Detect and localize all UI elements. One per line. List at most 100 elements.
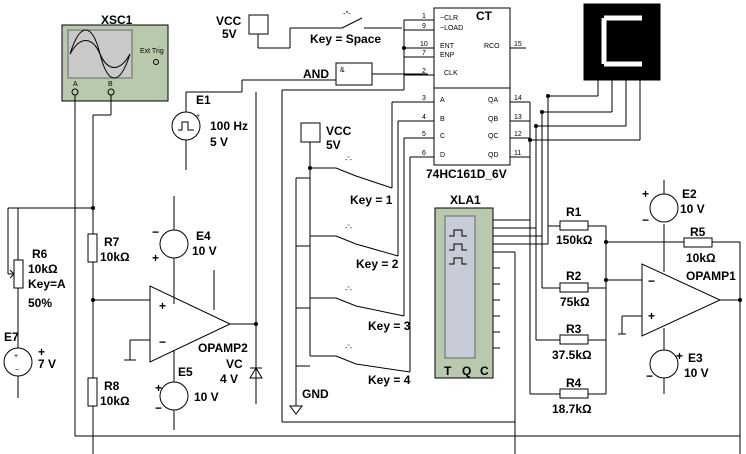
vc-zener: VC 4 V	[220, 357, 263, 386]
svg-text:4: 4	[422, 114, 426, 121]
counter-74hc161d: CT ~CLR ~LOAD ENT ENP CLK A B C D 1 9 10…	[403, 7, 530, 181]
svg-text:−: −	[15, 367, 19, 374]
xla1-t: T	[444, 364, 452, 378]
e7-source: + − E7 + 7 V	[3, 318, 56, 398]
switch-key-1[interactable]: -ˇ- Key = 1	[310, 101, 418, 207]
r4-value: 18.7kΩ	[552, 402, 592, 416]
svg-text:−: −	[648, 274, 655, 288]
vcc-mid-value: 5V	[326, 138, 341, 152]
e3-circle	[649, 349, 679, 379]
svg-text:+: +	[196, 113, 200, 120]
xla1-label: XLA1	[450, 193, 481, 207]
svg-text:12: 12	[514, 131, 522, 138]
junctions	[91, 46, 742, 326]
key-4-label: Key = 4	[368, 373, 411, 387]
r6-key: Key=A	[28, 277, 66, 291]
r7-body	[87, 233, 98, 263]
vcc-top: VCC 5V	[216, 14, 269, 41]
r4-body	[559, 388, 589, 399]
xla1-q: Q	[462, 364, 471, 378]
vcc-top-value: 5V	[222, 27, 237, 41]
switch-key-2[interactable]: -ˇ- Key = 2	[310, 120, 418, 271]
vc-value: 4 V	[220, 372, 238, 386]
gnd-symbol	[289, 405, 303, 415]
logic-analyzer-xla1[interactable]: XLA1 T Q C	[434, 193, 548, 454]
e7-name: E7	[4, 330, 19, 344]
switch-space[interactable]: -^- Key = Space	[257, 11, 402, 49]
svg-text:9: 9	[422, 23, 426, 30]
svg-text:+: +	[152, 251, 159, 265]
r6-potentiometer[interactable]: R6 10kΩ Key=A 50%	[7, 207, 66, 318]
svg-text:-ˇ-: -ˇ-	[345, 225, 353, 232]
r8-value: 10kΩ	[100, 394, 130, 408]
r5-resistor: R5 10kΩ	[606, 225, 741, 300]
r6-value: 10kΩ	[28, 262, 58, 276]
svg-text:15: 15	[514, 41, 522, 48]
e3-name: E3	[688, 351, 703, 365]
display-segments	[601, 15, 642, 67]
r2-resistor: R2 75kΩ	[542, 269, 590, 309]
r8-body	[87, 377, 98, 407]
e1-name: E1	[196, 93, 211, 107]
scope-sine-2	[69, 40, 131, 68]
svg-text:2: 2	[422, 68, 426, 75]
svg-text:+: +	[159, 299, 166, 313]
r3-name: R3	[566, 322, 582, 336]
xla1-c: C	[480, 364, 489, 378]
and-gate: AND &	[303, 62, 428, 86]
svg-text:13: 13	[514, 114, 522, 121]
opamp2-body	[149, 285, 232, 363]
pin-qa: QA	[488, 97, 498, 104]
e5-source: + − E5 10 V	[155, 365, 219, 430]
switch-key-4[interactable]: -ˇ- Key = 4	[310, 156, 418, 387]
switch-key-3[interactable]: -ˇ- Key = 3	[310, 137, 418, 333]
counter-part: 74HC161D_6V	[426, 167, 507, 181]
svg-text:+: +	[38, 345, 45, 359]
pin-clr: ~CLR	[440, 15, 458, 22]
r3-resistor: R3 37.5kΩ	[536, 322, 592, 362]
pin-c: C	[440, 133, 445, 140]
pin-qc: QC	[488, 133, 499, 140]
pin-ent: ENT	[440, 43, 455, 50]
scope-screen	[67, 29, 133, 79]
svg-text:-ˇ-: -ˇ-	[345, 345, 353, 352]
r4-resistor: R4 18.7kΩ	[530, 376, 592, 416]
e1-amp: 5 V	[210, 135, 228, 149]
svg-text:7: 7	[422, 50, 426, 57]
svg-text:−: −	[642, 213, 649, 227]
xsc1-label: XSC1	[101, 13, 133, 27]
pin-load: ~LOAD	[440, 25, 463, 32]
e1-clock-source: E1 100 Hz 5 V +	[171, 79, 336, 170]
pin-enp: ENP	[440, 52, 455, 59]
oscilloscope-xsc1[interactable]: XSC1 Ext Trig A B	[61, 13, 169, 102]
r5-value: 10kΩ	[686, 251, 716, 265]
svg-text:10: 10	[420, 41, 428, 48]
pin-clk: CLK	[444, 70, 458, 77]
key-3-label: Key = 3	[368, 319, 411, 333]
vcc-top-name: VCC	[216, 14, 242, 28]
scope-ext-trig: Ext Trig	[140, 48, 164, 55]
svg-text:-ˇ-: -ˇ-	[345, 287, 353, 294]
svg-text:3: 3	[422, 95, 426, 102]
e2-name: E2	[682, 187, 697, 201]
vcc-mid-name: VCC	[326, 124, 352, 138]
pin-rco: RCO	[484, 43, 500, 50]
pin-b: B	[440, 116, 445, 123]
vcc-top-box	[248, 14, 269, 35]
r2-body	[559, 282, 589, 293]
r6-percent: 50%	[28, 296, 52, 310]
e3-source: + − E3 10 V	[646, 349, 709, 394]
svg-text:11: 11	[514, 150, 521, 157]
opamp1-body	[641, 263, 722, 337]
e2-source: + − E2 10 V	[642, 180, 705, 227]
r6-body	[13, 259, 24, 289]
r1-name: R1	[566, 205, 582, 219]
key-1-label: Key = 1	[350, 193, 393, 207]
e4-circle	[159, 229, 189, 259]
e2-circle	[649, 193, 679, 223]
opamp2: + − OPAMP2	[124, 92, 257, 404]
r7-value: 10kΩ	[100, 250, 130, 264]
display-body	[583, 3, 661, 81]
e2-value: 10 V	[680, 202, 705, 216]
